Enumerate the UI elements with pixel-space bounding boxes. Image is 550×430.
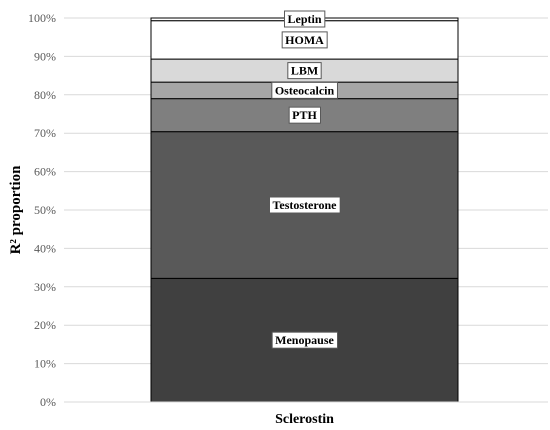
y-tick-label: 100% [28,11,56,25]
segment-labels: Menopause Testosterone PTH Osteocalcin LBM HO… [269,10,341,349]
segment-label-box [269,196,341,214]
segment-label-box [281,31,328,49]
segment-label-text: Leptin [287,12,321,26]
y-tick-label: 70% [34,126,56,140]
category-labels: Sclerostin [275,412,334,427]
segment-label-box [283,10,326,28]
segment-label-leptin: Leptin [283,10,326,28]
y-tick-label: 30% [34,280,56,294]
segment-label-text: PTH [292,108,317,122]
segment-label-homa: HOMA [281,31,328,49]
segment-label-text: Menopause [275,333,334,347]
segment-label-text: Osteocalcin [275,83,335,97]
y-axis-ticks: 0% 10% 20% 30% 40% 50% 60% 70% 80% 90% 100% [28,11,56,409]
segment-label-box [288,106,321,124]
y-tick-label: 90% [34,49,56,63]
y-axis-title: R² proportion [8,165,24,254]
segment-label-text: HOMA [285,33,324,47]
y-tick-label: 50% [34,203,56,217]
segment-label-box [271,81,338,99]
segment-label-lbm: LBM [287,62,322,80]
y-tick-label: 20% [34,318,56,332]
x-category-label: Sclerostin [275,412,334,427]
segment-label-menopause: Menopause [271,331,339,349]
y-tick-label: 0% [40,395,56,409]
segment-label-testosterone: Testosterone [269,196,341,214]
y-tick-label: 40% [34,241,56,255]
segment-label-text: Testosterone [273,198,338,212]
y-tick-label: 10% [34,357,56,371]
segment-label-box [287,62,322,80]
segment-label-box [271,331,339,349]
segment-label-text: LBM [291,64,318,78]
segment-label-pth: PTH [288,106,321,124]
segment-label-osteocalcin: Osteocalcin [271,81,338,99]
y-tick-label: 60% [34,165,56,179]
y-tick-label: 80% [34,88,56,102]
